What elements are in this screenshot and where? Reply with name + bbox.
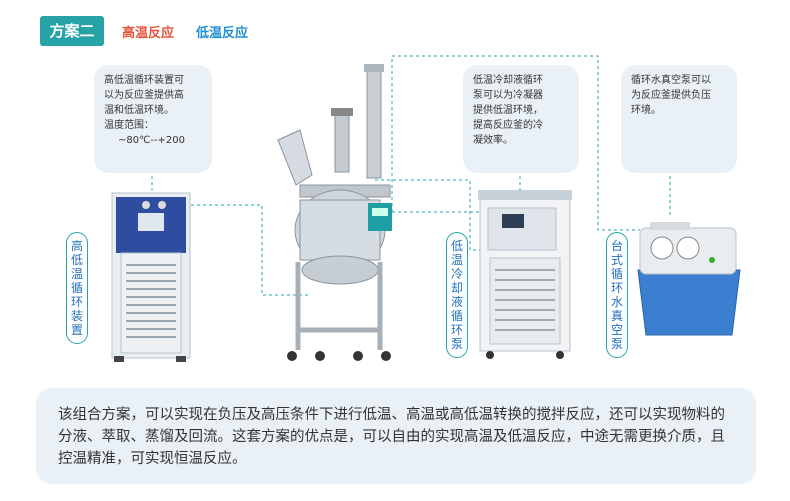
cooler-desc-line: 提供低温环境， (473, 105, 543, 116)
label-char: 高 (70, 239, 83, 253)
label-char: 温 (450, 253, 463, 267)
cooler-callout: 低温冷却液循环 泵可以为冷凝器 提供低温环境， 提高反应釜的冷 凝效率。 (463, 65, 579, 173)
label-char: 液 (450, 295, 463, 309)
label-char: 环 (610, 281, 623, 295)
connector-lines (151, 55, 671, 296)
cooler-vertical-label: 低 温 冷 却 液 循 环 泵 (446, 232, 468, 358)
label-char: 泵 (450, 337, 463, 351)
label-char: 空 (610, 323, 623, 337)
reactor-drawing (277, 64, 392, 361)
label-char: 低 (450, 239, 463, 253)
label-char: 环 (70, 295, 83, 309)
vacuum-desc-line: 循环水真空泵可以 (631, 75, 711, 86)
vacuum-pump-drawing (637, 222, 741, 336)
chiller-desc-line: 高低温循环装置可 (104, 75, 184, 86)
label-char: 低 (70, 253, 83, 267)
label-char: 置 (70, 323, 83, 337)
label-char: 循 (610, 267, 623, 281)
chiller-unit-drawing (111, 192, 191, 362)
label-char: 真 (610, 309, 623, 323)
label-char: 循 (450, 309, 463, 323)
chiller-temp-range: ~80℃--+200 (118, 135, 186, 146)
chiller-callout: 高低温循环装置可 以为反应釜提供高 温和低温环境。 温度范围： ~80℃--+2… (94, 65, 212, 173)
vacuum-desc-line: 为反应釜提供负压 (631, 90, 711, 101)
label-char: 装 (70, 309, 83, 323)
vacuum-desc-line: 环境。 (631, 105, 661, 116)
low-temp-label: 低温反应 (196, 26, 249, 41)
label-char: 式 (610, 253, 623, 267)
high-temp-label: 高温反应 (122, 26, 175, 41)
cooler-desc-line: 提高反应釜的冷 (473, 120, 543, 131)
chiller-desc-line: 温度范围： (104, 120, 154, 131)
summary-box: 该组合方案，可以实现在负压及高压条件下进行低温、高温或高低温转换的搅拌反应，还可… (36, 388, 756, 484)
label-char: 却 (450, 281, 463, 295)
cooler-desc-line: 凝效率。 (473, 135, 513, 146)
vacuum-vertical-label: 台 式 循 环 水 真 空 泵 (606, 232, 628, 358)
label-char: 泵 (610, 337, 623, 351)
cooler-unit-drawing (478, 190, 572, 359)
cooler-desc-line: 低温冷却液循环 (473, 75, 543, 86)
label-char: 台 (610, 239, 623, 253)
label-char: 环 (450, 323, 463, 337)
vacuum-callout: 循环水真空泵可以 为反应釜提供负压 环境。 (621, 65, 737, 173)
label-char: 循 (70, 281, 83, 295)
chiller-desc-line: 温和低温环境。 (104, 105, 174, 116)
label-char: 温 (70, 267, 83, 281)
cooler-desc-line: 泵可以为冷凝器 (473, 90, 543, 101)
summary-text: 该组合方案，可以实现在负压及高压条件下进行低温、高温或高低温转换的搅拌反应，还可… (58, 407, 725, 467)
chiller-vertical-label: 高 低 温 循 环 装 置 (66, 232, 88, 344)
label-char: 冷 (450, 267, 463, 281)
scheme-tag: 方案二 (40, 16, 104, 46)
chiller-desc-line: 以为反应釜提供高 (104, 90, 184, 101)
label-char: 水 (610, 295, 623, 309)
